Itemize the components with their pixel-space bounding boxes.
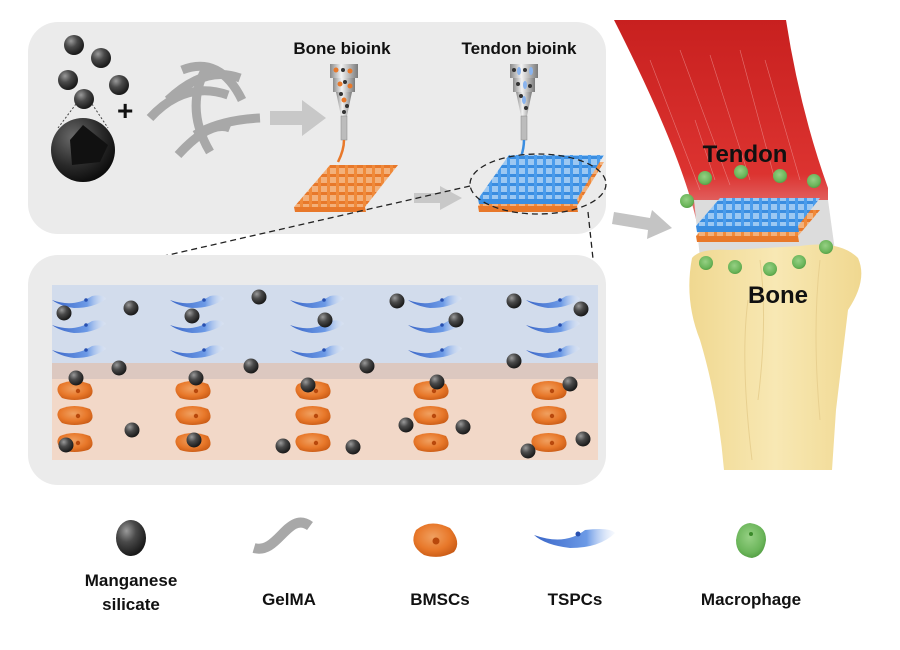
tspc-cell-icon	[534, 529, 615, 548]
legend-item-tspcs: TSPCs	[534, 529, 615, 609]
manganese-silicate-particle	[389, 293, 405, 309]
manganese-silicate-particle	[506, 293, 522, 309]
arrow-right-icon	[270, 100, 326, 136]
legend-item-macrophage: Macrophage	[701, 523, 801, 609]
tspc-cell	[526, 295, 580, 308]
manganese-silicate-particle	[429, 374, 445, 390]
manganese-silicate-particle	[398, 417, 414, 433]
manganese-silicate-particle	[188, 370, 204, 386]
bone-scaffold-icon	[294, 165, 398, 207]
bmsc-cell	[531, 406, 567, 425]
top-panel	[28, 22, 606, 234]
manganese-silicate-particle	[562, 376, 578, 392]
manganese-silicate-particle	[345, 439, 361, 455]
bmsc-cell	[295, 406, 331, 425]
tspc-cell	[170, 345, 224, 358]
implanted-scaffold-icon	[696, 198, 820, 242]
manganese-silicate-particle	[506, 353, 522, 369]
bilayer-scaffold-icon	[478, 155, 604, 212]
manganese-silicate-particle	[575, 431, 591, 447]
bone-label: Bone	[748, 282, 808, 309]
manganese-silicate-particle	[520, 443, 536, 459]
interface-layer	[52, 363, 598, 379]
tspc-cell	[526, 320, 580, 333]
tspc-cell	[408, 295, 462, 308]
manganese-silicate-particle	[317, 312, 333, 328]
bmsc-cell	[175, 381, 211, 400]
manganese-silicate-particles	[51, 35, 129, 182]
bmsc-cell	[413, 433, 449, 452]
manganese-silicate-particle	[251, 289, 267, 305]
legend: Manganese silicate GelMA BMSCs TSPCs Mac…	[85, 517, 801, 614]
tspc-cell	[408, 345, 462, 358]
bone-bioink-label: Bone bioink	[293, 39, 391, 58]
manganese-silicate-particle	[448, 312, 464, 328]
legend-label: silicate	[102, 595, 160, 614]
muscle-tendon	[614, 20, 828, 240]
gelma-network-icon	[146, 61, 261, 159]
manganese-silicate-particle	[111, 360, 127, 376]
tspc-cell	[52, 295, 106, 308]
tendon-bone-anatomy	[614, 20, 862, 470]
manganese-silicate-particle	[359, 358, 375, 374]
tspc-cell	[170, 295, 224, 308]
bmsc-cell	[413, 406, 449, 425]
legend-label: GelMA	[262, 590, 316, 609]
manganese-silicate-particle	[300, 377, 316, 393]
manganese-silicate-particle	[573, 301, 589, 317]
bone	[689, 244, 862, 470]
arrow-right-icon	[414, 186, 462, 210]
bmsc-cell	[57, 406, 93, 425]
tspc-cell	[290, 295, 344, 308]
manganese-silicate-particle	[243, 358, 259, 374]
bmsc-cell	[57, 381, 93, 400]
gelma-strand-icon	[252, 517, 313, 554]
legend-label: Manganese	[85, 571, 178, 590]
manganese-silicate-particle	[123, 300, 139, 316]
tspc-cell	[52, 345, 106, 358]
manganese-silicate-particle	[186, 432, 202, 448]
bmsc-cell	[531, 433, 567, 452]
manganese-silicate-particle	[455, 419, 471, 435]
legend-item-gelma: GelMA	[252, 517, 316, 609]
legend-item-bmscs: BMSCs	[410, 523, 470, 609]
legend-label: BMSCs	[410, 590, 470, 609]
bmsc-cell	[175, 406, 211, 425]
tspc-cell	[52, 320, 106, 333]
manganese-silicate-particle	[56, 305, 72, 321]
plus-sign: +	[117, 95, 133, 126]
tendon-bioink-nozzle-icon	[510, 64, 538, 158]
tspc-cell	[408, 320, 462, 333]
manganese-silicate-particle	[184, 308, 200, 324]
manganese-silicate-sphere-icon	[116, 520, 146, 556]
macrophage-icon	[736, 523, 766, 558]
arrow-to-implant-icon	[612, 210, 672, 239]
legend-label: Macrophage	[701, 590, 801, 609]
zoom-highlight-ellipse	[469, 153, 607, 215]
manganese-silicate-particle	[275, 438, 291, 454]
tspc-cell	[526, 345, 580, 358]
macrophages	[680, 165, 833, 276]
bone-bioink-nozzle-icon	[330, 64, 358, 163]
manganese-silicate-particle	[68, 370, 84, 386]
legend-label: TSPCs	[548, 590, 603, 609]
legend-item-manganese-silicate: Manganese silicate	[85, 520, 178, 614]
manganese-silicate-particle	[58, 437, 74, 453]
tspc-cell	[170, 320, 224, 333]
tendon-label: Tendon	[703, 141, 788, 168]
bmsc-cell	[295, 433, 331, 452]
tendon-bioink-label: Tendon bioink	[462, 39, 577, 58]
tspc-cell	[290, 345, 344, 358]
bmsc-cell	[531, 381, 567, 400]
manganese-silicate-particle	[124, 422, 140, 438]
